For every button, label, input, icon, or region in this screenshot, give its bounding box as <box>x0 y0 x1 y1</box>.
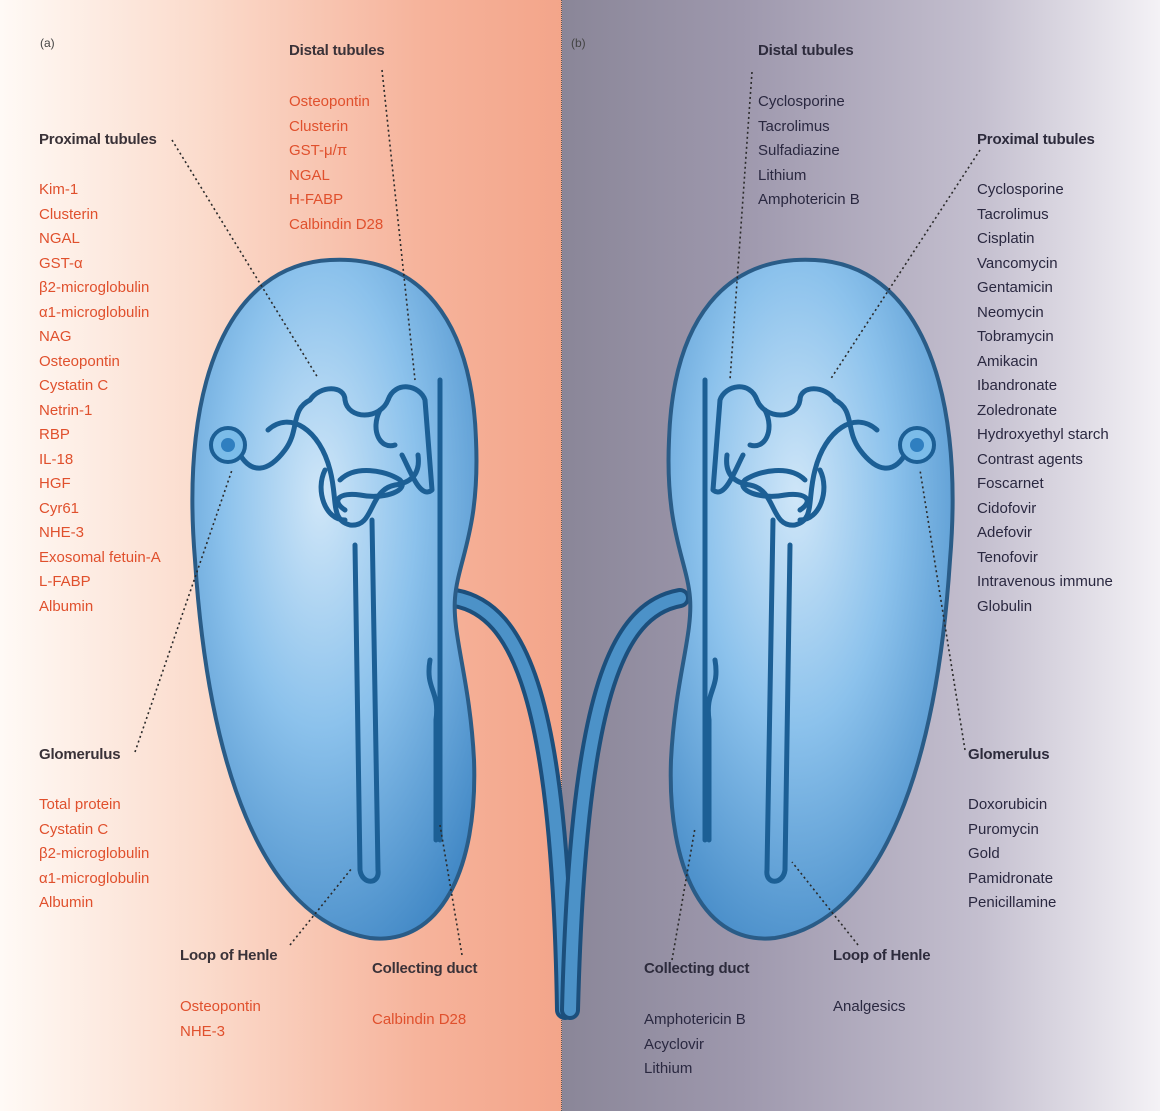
collecting-duct-heading-a: Collecting duct <box>372 960 477 977</box>
list-item: Cisplatin <box>977 227 1113 252</box>
list-item: Cystatin C <box>39 374 161 399</box>
list-item: β2-microglobulin <box>39 276 161 301</box>
list-item: Doxorubicin <box>968 793 1056 818</box>
list-item: Zoledronate <box>977 399 1113 424</box>
list-item: Foscarnet <box>977 472 1113 497</box>
list-item: Cyclosporine <box>758 90 860 115</box>
list-item: Lithium <box>758 164 860 189</box>
list-item: Amikacin <box>977 350 1113 375</box>
list-item: Ibandronate <box>977 374 1113 399</box>
list-item: NGAL <box>289 164 383 189</box>
glomerulus-right <box>900 428 934 462</box>
list-item: Analgesics <box>833 995 906 1020</box>
loop-of-henle-list-b: Analgesics <box>833 995 906 1020</box>
distal-tubules-heading-a: Distal tubules <box>289 42 385 59</box>
list-item: Cyr61 <box>39 497 161 522</box>
list-item: Clusterin <box>289 115 383 140</box>
list-item: Albumin <box>39 891 149 916</box>
list-item: Tacrolimus <box>977 203 1113 228</box>
list-item: H-FABP <box>289 188 383 213</box>
list-item: HGF <box>39 472 161 497</box>
list-item: Gentamicin <box>977 276 1113 301</box>
glomerulus-left <box>211 428 245 462</box>
collecting-duct-list-a: Calbindin D28 <box>372 1008 466 1033</box>
list-item: Calbindin D28 <box>372 1008 466 1033</box>
list-item: Vancomycin <box>977 252 1113 277</box>
list-item: Globulin <box>977 595 1113 620</box>
list-item: Puromycin <box>968 818 1056 843</box>
list-item: Netrin-1 <box>39 399 161 424</box>
list-item: Osteopontin <box>289 90 383 115</box>
proximal-tubules-list-a: Kim-1 Clusterin NGAL GST-α β2-microglobu… <box>39 178 161 619</box>
list-item: RBP <box>39 423 161 448</box>
panel-b-label: (b) <box>571 36 586 50</box>
glomerulus-list-a: Total protein Cystatin C β2-microglobuli… <box>39 793 149 916</box>
list-item: Contrast agents <box>977 448 1113 473</box>
list-item: Cystatin C <box>39 818 149 843</box>
list-item: Acyclovir <box>644 1033 746 1058</box>
list-item: Neomycin <box>977 301 1113 326</box>
list-item: α1-microglobulin <box>39 301 161 326</box>
loop-of-henle-heading-a: Loop of Henle <box>180 947 277 964</box>
list-item: Tenofovir <box>977 546 1113 571</box>
list-item: L-FABP <box>39 570 161 595</box>
loop-of-henle-list-a: Osteopontin NHE-3 <box>180 995 261 1044</box>
list-item: GST-α <box>39 252 161 277</box>
list-item: Amphotericin B <box>644 1008 746 1033</box>
list-item: Total protein <box>39 793 149 818</box>
glomerulus-heading-a: Glomerulus <box>39 746 120 763</box>
distal-tubules-list-a: Osteopontin Clusterin GST-μ/π NGAL H-FAB… <box>289 90 383 237</box>
list-item: Pamidronate <box>968 867 1056 892</box>
collecting-duct-list-b: Amphotericin B Acyclovir Lithium <box>644 1008 746 1082</box>
list-item: Clusterin <box>39 203 161 228</box>
list-item: NHE-3 <box>180 1020 261 1045</box>
list-item: IL-18 <box>39 448 161 473</box>
list-item: Cyclosporine <box>977 178 1113 203</box>
list-item: GST-μ/π <box>289 139 383 164</box>
list-item: Cidofovir <box>977 497 1113 522</box>
list-item: Osteopontin <box>180 995 261 1020</box>
list-item: Hydroxyethyl starch <box>977 423 1113 448</box>
loop-of-henle-heading-b: Loop of Henle <box>833 947 930 964</box>
glomerulus-heading-b: Glomerulus <box>968 746 1049 763</box>
list-item: Calbindin D28 <box>289 213 383 238</box>
list-item: β2-microglobulin <box>39 842 149 867</box>
list-item: NAG <box>39 325 161 350</box>
list-item: Tacrolimus <box>758 115 860 140</box>
list-item: Tobramycin <box>977 325 1113 350</box>
distal-tubules-list-b: Cyclosporine Tacrolimus Sulfadiazine Lit… <box>758 90 860 213</box>
list-item: NGAL <box>39 227 161 252</box>
distal-tubules-heading-b: Distal tubules <box>758 42 854 59</box>
list-item: Kim-1 <box>39 178 161 203</box>
proximal-tubules-list-b: Cyclosporine Tacrolimus Cisplatin Vancom… <box>977 178 1113 619</box>
list-item: Exosomal fetuin-A <box>39 546 161 571</box>
list-item: Intravenous immune <box>977 570 1113 595</box>
list-item: NHE-3 <box>39 521 161 546</box>
glomerulus-list-b: Doxorubicin Puromycin Gold Pamidronate P… <box>968 793 1056 916</box>
list-item: Albumin <box>39 595 161 620</box>
list-item: Osteopontin <box>39 350 161 375</box>
proximal-tubules-heading-b: Proximal tubules <box>977 131 1095 148</box>
list-item: Sulfadiazine <box>758 139 860 164</box>
collecting-duct-heading-b: Collecting duct <box>644 960 749 977</box>
proximal-tubules-heading-a: Proximal tubules <box>39 131 157 148</box>
list-item: Lithium <box>644 1057 746 1082</box>
list-item: Amphotericin B <box>758 188 860 213</box>
list-item: α1-microglobulin <box>39 867 149 892</box>
list-item: Gold <box>968 842 1056 867</box>
list-item: Penicillamine <box>968 891 1056 916</box>
list-item: Adefovir <box>977 521 1113 546</box>
panel-a-label: (a) <box>40 36 55 50</box>
